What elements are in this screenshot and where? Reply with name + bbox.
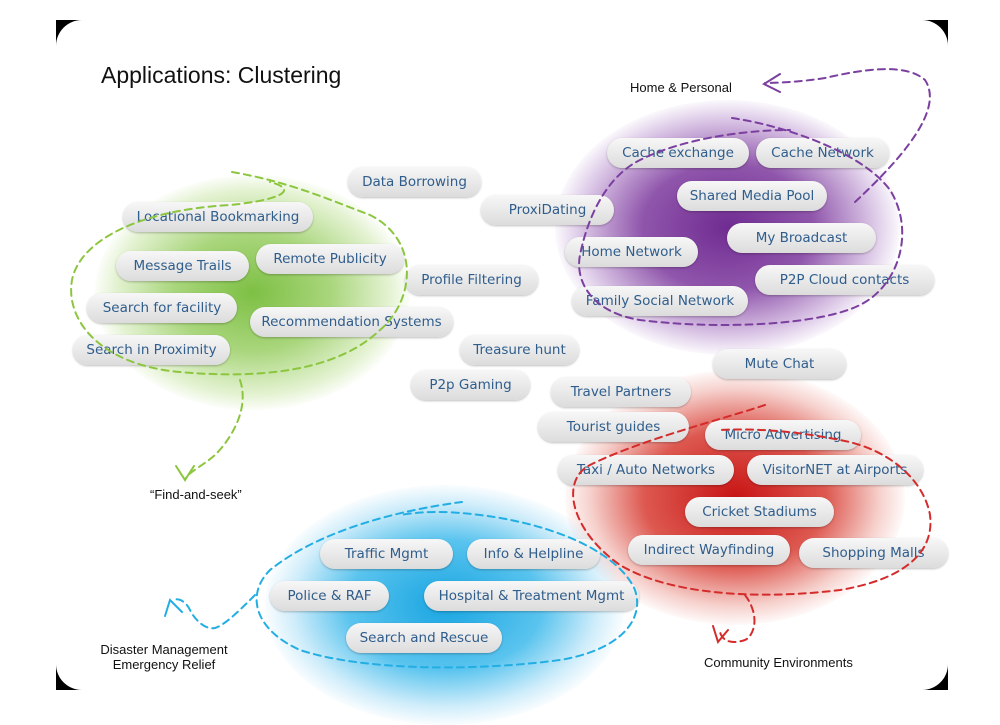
pill-hospital-treatment-mgmt: Hospital & Treatment Mgmt <box>424 581 639 611</box>
pill-home-network: Home Network <box>565 237 698 267</box>
pill-micro-advertising: Micro Advertising <box>705 420 861 450</box>
pill-indirect-wayfinding: Indirect Wayfinding <box>628 535 790 565</box>
cluster-lasso-overlay <box>70 68 932 669</box>
arrowhead-blue <box>164 598 183 617</box>
pill-proxidating: ProxiDating <box>481 195 614 225</box>
pill-profile-filtering: Profile Filtering <box>405 265 538 295</box>
pill-data-borrowing: Data Borrowing <box>348 167 481 197</box>
arrowhead-red <box>712 625 729 645</box>
pill-visitornet-at-airports: VisitorNET at Airports <box>747 455 923 485</box>
cluster-label-disaster-line1: Disaster Management <box>100 642 228 657</box>
pill-search-for-facility: Search for facility <box>87 293 237 323</box>
pill-traffic-mgmt: Traffic Mgmt <box>320 539 453 569</box>
pill-remote-publicity: Remote Publicity <box>256 244 404 274</box>
pill-family-social-network: Family Social Network <box>572 286 748 316</box>
pill-shopping-malls: Shopping Malls <box>799 538 948 568</box>
lasso-red <box>572 404 932 643</box>
pill-cricket-stadiums: Cricket Stadiums <box>685 497 834 527</box>
frame-corner-top-right <box>896 20 948 72</box>
pill-search-and-rescue: Search and Rescue <box>346 623 502 653</box>
arrowhead-green <box>175 465 195 482</box>
cluster-label-disaster-line2: Emergency Relief <box>112 657 216 672</box>
pill-cache-exchange: Cache exchange <box>607 138 749 168</box>
pill-recommendation-systems: Recommendation Systems <box>250 307 453 337</box>
pill-p2p-gaming: P2p Gaming <box>411 370 530 400</box>
pill-my-broadcast: My Broadcast <box>727 223 876 253</box>
pill-police-raf: Police & RAF <box>270 581 389 611</box>
frame-corner-bottom-right <box>896 638 948 690</box>
pill-treasure-hunt: Treasure hunt <box>460 335 579 365</box>
frame-corner-top-left <box>56 20 108 72</box>
pill-mute-chat: Mute Chat <box>713 349 846 379</box>
lasso-blue <box>171 501 639 669</box>
cluster-label-disaster: Disaster Management Emergency Relief <box>96 642 232 672</box>
pill-locational-bookmarking: Locational Bookmarking <box>123 202 313 232</box>
pill-cache-network: Cache Network <box>756 138 889 168</box>
lasso-green <box>70 171 408 481</box>
pill-tourist-guides: Tourist guides <box>538 412 689 442</box>
pill-message-trails: Message Trails <box>116 251 249 281</box>
arrowhead-purple <box>761 73 781 93</box>
pill-search-in-proximity: Search in Proximity <box>73 335 230 365</box>
cluster-label-community: Community Environments <box>704 655 853 670</box>
pill-taxi-auto-networks: Taxi / Auto Networks <box>558 455 734 485</box>
lasso-purple <box>578 68 931 326</box>
cluster-label-home-personal: Home & Personal <box>630 80 732 95</box>
frame-corner-bottom-left <box>56 638 108 690</box>
pill-info-helpline: Info & Helpline <box>467 539 600 569</box>
pill-travel-partners: Travel Partners <box>551 377 691 407</box>
pill-p2p-cloud-contacts: P2P Cloud contacts <box>755 265 934 295</box>
page-title: Applications: Clustering <box>101 62 342 88</box>
pill-shared-media-pool: Shared Media Pool <box>677 181 827 211</box>
cluster-label-find-and-seek: “Find-and-seek” <box>150 487 242 502</box>
